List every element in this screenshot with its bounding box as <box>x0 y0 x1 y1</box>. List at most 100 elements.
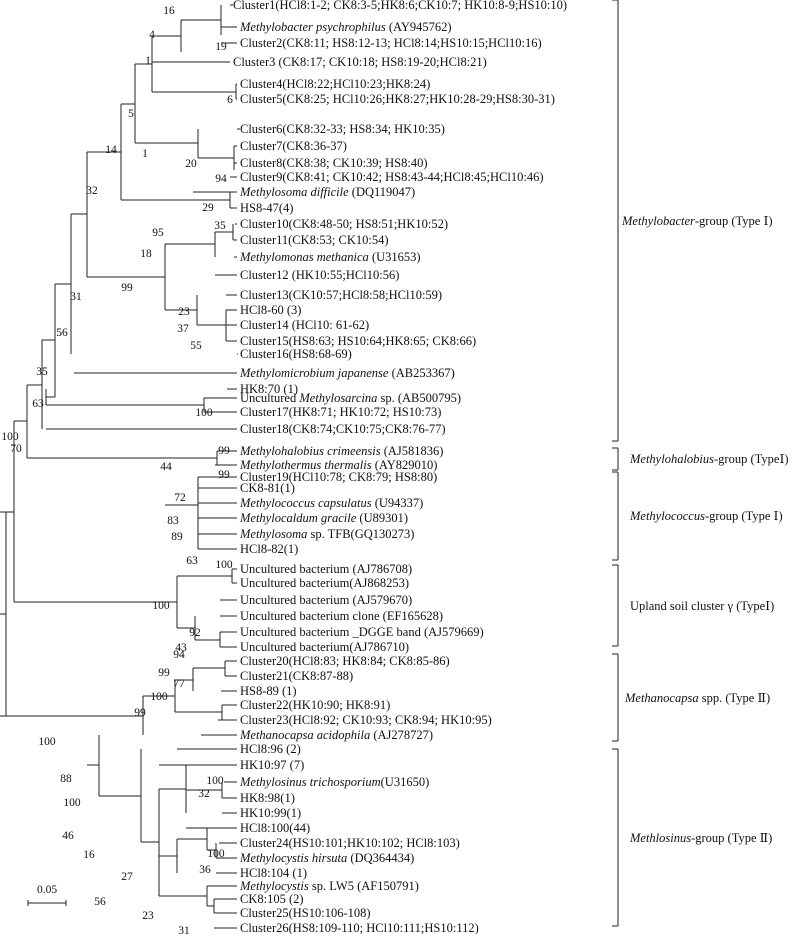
bootstrap-value: 56 <box>94 896 106 908</box>
bootstrap-value: 1 <box>142 148 148 160</box>
bootstrap-value: 100 <box>207 848 225 860</box>
leaf-label: Cluster26(HS8:109-110; HCl10:111;HS10:11… <box>240 921 479 934</box>
leaf-label: Methylocaldum gracile (U89301) <box>239 511 408 525</box>
bootstrap-value: 99 <box>218 445 230 457</box>
bootstrap-value: 19 <box>215 41 227 53</box>
bootstrap-value: 94 <box>173 649 185 661</box>
leaf-label: Uncultured bacterium(AJ786710) <box>240 640 409 654</box>
bootstrap-value: 100 <box>206 775 224 787</box>
bootstrap-value: 16 <box>83 849 95 861</box>
leaf-label: Cluster25(HS10:106-108) <box>240 906 371 920</box>
bootstrap-value: 77 <box>173 678 185 690</box>
leaf-label: Methanocapsa acidophila (AJ278727) <box>239 728 433 742</box>
leaf-label: Methylocystis sp. LW5 (AF150791) <box>239 879 419 893</box>
bootstrap-value: 63 <box>32 398 44 410</box>
leaf-label: CK8-81(1) <box>240 481 295 495</box>
group-label: Methlosinus-group (Type Ⅱ) <box>629 831 772 845</box>
bootstrap-value: 23 <box>178 306 190 318</box>
leaf-label: Methylomicrobium japanense (AB253367) <box>239 366 455 380</box>
leaf-label: Cluster4(HCl8:22;HCl10:23;HK8:24) <box>240 77 430 91</box>
leaf-label: Cluster18(CK8:74;CK10:75;CK8:76-77) <box>240 422 446 436</box>
leaf-label: Cluster16(HS8:68-69) <box>240 347 352 361</box>
bootstrap-value: 43 <box>175 642 187 654</box>
leaf-label: Cluster13(CK10:57;HCl8:58;HCl10:59) <box>240 288 442 302</box>
leaf-label: Methylosoma difficile (DQ119047) <box>239 185 415 199</box>
bootstrap-value: 100 <box>1 431 19 443</box>
bootstrap-value: 94 <box>215 173 227 185</box>
bootstrap-value: 29 <box>202 202 214 214</box>
leaf-label: HCl8:96 (2) <box>240 742 301 756</box>
bootstrap-value: 4 <box>149 29 155 41</box>
leaf-label: Uncultured bacterium (AJ579670) <box>240 593 412 607</box>
leaf-label: HCl8-82(1) <box>240 542 298 556</box>
leaf-label: Uncultured bacterium clone (EF165628) <box>240 609 443 623</box>
group-label: Upland soil cluster γ (TypeⅠ) <box>630 599 774 613</box>
leaf-label: Methylobacter psychrophilus (AY945762) <box>239 20 452 34</box>
scale-label: 0.05 <box>37 884 57 896</box>
leaf-label: Cluster17(HK8:71; HK10:72; HS10:73) <box>240 405 441 419</box>
leaf-label: Cluster7(CK8:36-37) <box>240 139 347 153</box>
leaf-label: Cluster9(CK8:41; CK10:42; HS8:43-44;HCl8… <box>240 170 544 184</box>
leaf-label: Cluster22(HK10:90; HK8:91) <box>240 698 390 712</box>
bootstrap-value: 31 <box>178 925 190 934</box>
bootstrap-value: 95 <box>152 227 164 239</box>
bootstrap-value: 99 <box>134 707 146 719</box>
bootstrap-value: 100 <box>150 691 168 703</box>
leaf-label: Methylothermus thermalis (AY829010) <box>239 458 437 472</box>
group-label: Methylococcus-group (Type Ⅰ) <box>629 509 783 523</box>
bootstrap-value: 83 <box>167 515 179 527</box>
bootstrap-value: 92 <box>189 627 201 639</box>
leaf-label: Methylococcus capsulatus (U94337) <box>239 496 423 510</box>
bootstrap-value: 32 <box>86 185 98 197</box>
leaf-label: HS8-47(4) <box>240 201 293 215</box>
leaf-label: Cluster24(HS10:101;HK10:102; HCl8:103) <box>240 836 460 850</box>
bootstrap-value: 99 <box>158 667 170 679</box>
bootstrap-value: 70 <box>10 443 22 455</box>
leaf-label: Cluster10(CK8:48-50; HS8:51;HK10:52) <box>240 217 448 231</box>
leaf-label: Cluster3 (CK8:17; CK10:18; HS8:19-20;HCl… <box>233 55 487 69</box>
bootstrap-value: 23 <box>142 910 154 922</box>
bootstrap-value: 6 <box>227 94 233 106</box>
bootstrap-value: 46 <box>62 830 74 842</box>
bootstrap-value: 89 <box>171 531 183 543</box>
bootstrap-value: 100 <box>215 559 233 571</box>
leaf-label: HCl8:104 (1) <box>240 866 307 880</box>
leaf-label: Uncultured bacterium _DGGE band (AJ57966… <box>240 625 484 639</box>
leaf-label: Methylomonas methanica (U31653) <box>239 250 421 264</box>
leaf-label: HK10:99(1) <box>240 806 301 820</box>
leaf-label: HK10:97 (7) <box>240 758 304 772</box>
bootstrap-value: 36 <box>199 864 211 876</box>
leaf-label: CK8:105 (2) <box>240 892 304 906</box>
bootstrap-value: 16 <box>163 5 175 17</box>
leaf-label: Uncultured bacterium(AJ868253) <box>240 576 409 590</box>
bootstrap-value: 35 <box>214 220 226 232</box>
leaf-label: Cluster20(HCl8:83; HK8:84; CK8:85-86) <box>240 654 450 668</box>
bootstrap-value: 100 <box>63 797 81 809</box>
group-label: Methylobacter-group (Type Ⅰ) <box>621 214 773 228</box>
leaf-label: Methylohalobius crimeensis (AJ581836) <box>239 444 443 458</box>
bootstrap-value: 88 <box>60 773 72 785</box>
bootstrap-value: 31 <box>70 291 82 303</box>
bootstrap-value: 63 <box>186 555 198 567</box>
leaf-label: HK8:70 (1) <box>240 382 298 396</box>
bootstrap-value: 1 <box>145 55 151 67</box>
leaf-label: Methylosinus trichosporium(U31650) <box>239 775 429 789</box>
bootstrap-value: 27 <box>121 871 133 883</box>
leaf-label: Cluster19(HCl10:78; CK8:79; HS8:80) <box>240 470 437 484</box>
bootstrap-value: 5 <box>128 108 134 120</box>
leaf-label: Cluster14 (HCl10: 61-62) <box>240 318 369 332</box>
bootstrap-value: 55 <box>190 340 202 352</box>
leaf-label: Cluster21(CK8:87-88) <box>240 669 353 683</box>
bootstrap-value: 100 <box>195 407 213 419</box>
leaf-label: HCl8:100(44) <box>240 821 310 835</box>
bootstrap-value: 20 <box>185 158 197 170</box>
bootstrap-value: 14 <box>105 144 117 156</box>
leaf-label: Cluster8(CK8:38; CK10:39; HS8:40) <box>240 156 428 170</box>
leaf-label: Cluster15(HS8:63; HS10:64;HK8:65; CK8:66… <box>240 334 476 348</box>
bootstrap-value: 18 <box>140 248 152 260</box>
bootstrap-value: 99 <box>218 469 230 481</box>
bootstrap-value: 35 <box>36 366 48 378</box>
bootstrap-value: 72 <box>174 492 186 504</box>
leaf-label: Methylosoma sp. TFB(GQ130273) <box>239 527 414 541</box>
